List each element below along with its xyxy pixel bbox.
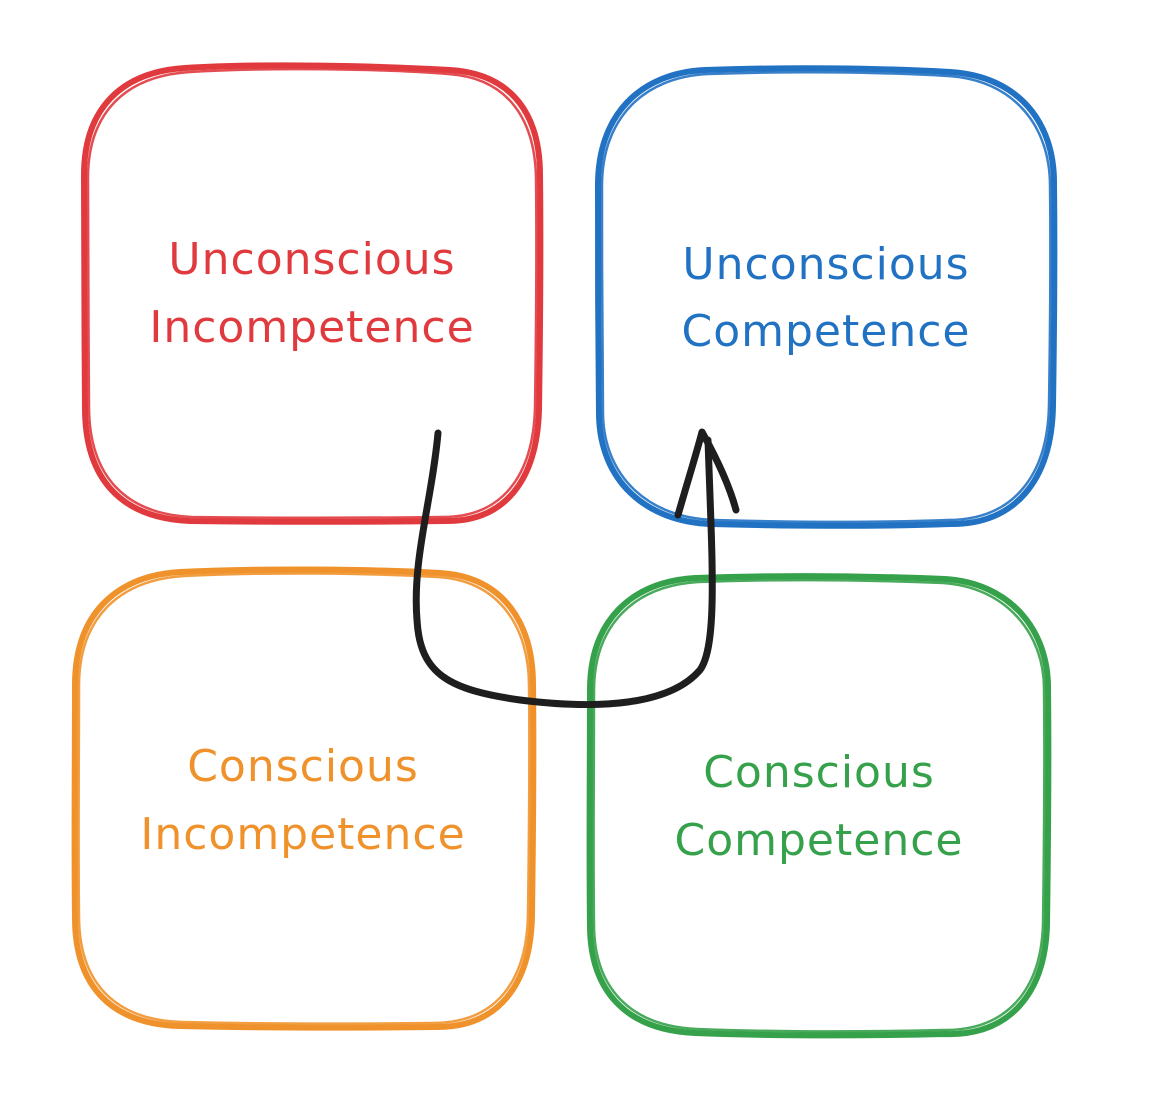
- arrow-shaft: [412, 429, 716, 709]
- box-label-line2: Competence: [682, 306, 971, 357]
- box-border: [71, 566, 537, 1031]
- box-border-sketch: [600, 71, 1052, 524]
- arrow-head: [674, 428, 740, 519]
- box-border: [586, 573, 1052, 1039]
- transition-arrow: [412, 428, 740, 709]
- box-border-sketch: [86, 67, 538, 519]
- box-label-line1: Unconscious: [682, 239, 969, 290]
- box-conscious-incompetence: Conscious Incompetence: [71, 566, 537, 1031]
- box-label-line2: Incompetence: [140, 809, 465, 860]
- box-border-sketch: [77, 572, 531, 1025]
- box-label-line2: Competence: [675, 815, 964, 866]
- box-label-line2: Incompetence: [149, 302, 474, 353]
- box-unconscious-incompetence: Unconscious Incompetence: [81, 62, 544, 525]
- box-label-line1: Conscious: [187, 741, 419, 792]
- box-border: [81, 62, 544, 525]
- box-unconscious-competence: Unconscious Competence: [595, 65, 1058, 529]
- box-border: [595, 65, 1058, 529]
- box-conscious-competence: Conscious Competence: [586, 573, 1052, 1039]
- box-label-line1: Unconscious: [168, 234, 455, 285]
- box-border-sketch: [592, 578, 1046, 1033]
- box-label-line1: Conscious: [703, 747, 935, 798]
